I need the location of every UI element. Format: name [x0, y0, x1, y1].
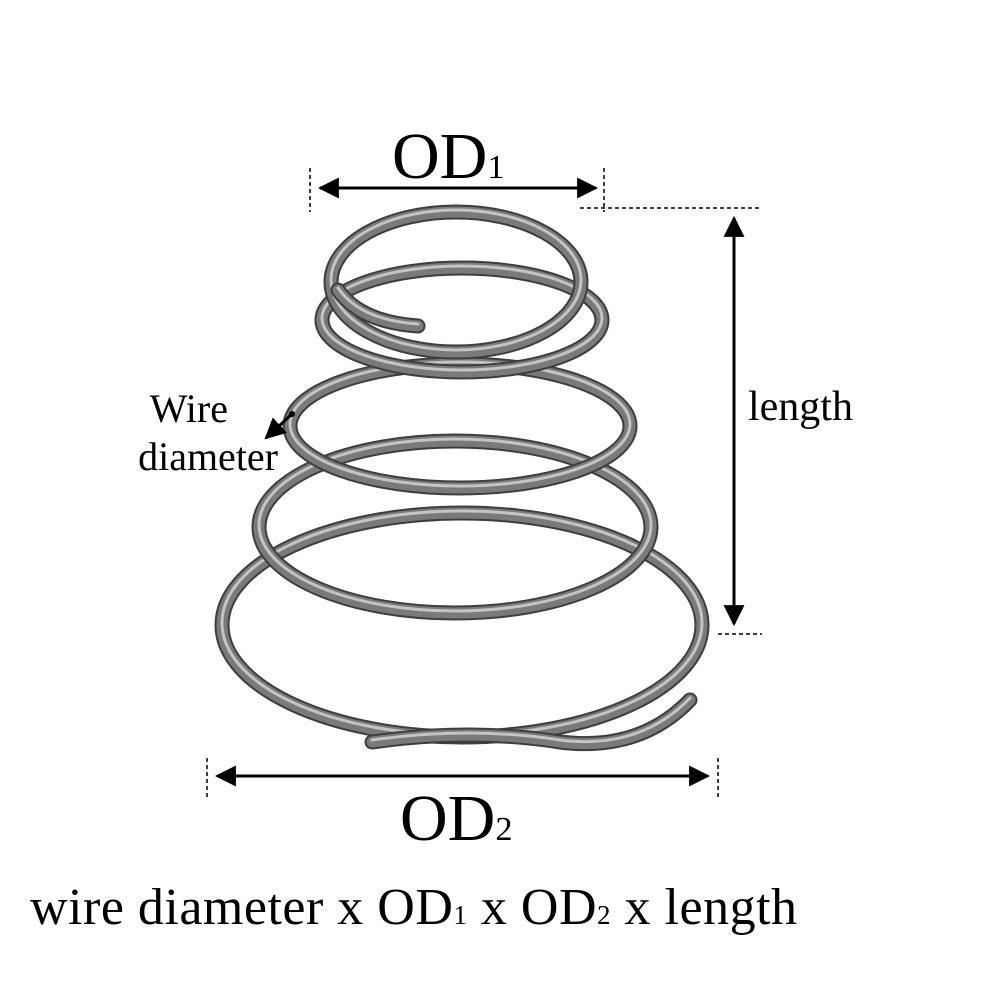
formula-part-2: x OD — [467, 879, 598, 936]
od2-dimension — [206, 758, 719, 800]
od2-label-subscript: 2 — [495, 810, 513, 848]
od2-label: OD2 — [400, 786, 512, 852]
conical-spring — [214, 204, 710, 752]
spring-coil-4 — [251, 433, 659, 621]
formula-part-1: wire diameter x OD — [30, 879, 454, 936]
od2-label-main: OD — [400, 782, 496, 855]
formula-sub-2: 2 — [597, 900, 612, 930]
spring-coil-top — [323, 204, 589, 360]
spring-coil-bottom — [214, 505, 710, 745]
length-dimension — [580, 207, 762, 635]
od1-label-subscript: 1 — [487, 148, 505, 186]
od1-label: OD1 — [392, 124, 504, 190]
wire-diameter-label: Wire diameter — [88, 385, 278, 481]
length-label: length — [748, 384, 853, 430]
spring-coil-3 — [282, 356, 638, 496]
wire-diameter-label-line2: diameter — [138, 434, 278, 479]
wire-diameter-pointer — [264, 411, 295, 440]
spring-coil-2 — [314, 260, 610, 380]
formula-sub-1: 1 — [453, 900, 468, 930]
spring-end-bottom — [364, 692, 698, 752]
spring-end-top — [330, 282, 426, 334]
spec-formula: wire diameter x OD1 x OD2 x length — [30, 882, 798, 934]
formula-part-3: x length — [611, 879, 798, 936]
od1-label-main: OD — [392, 120, 488, 193]
wire-diameter-label-line1: Wire — [149, 386, 228, 431]
od1-dimension — [309, 168, 605, 212]
